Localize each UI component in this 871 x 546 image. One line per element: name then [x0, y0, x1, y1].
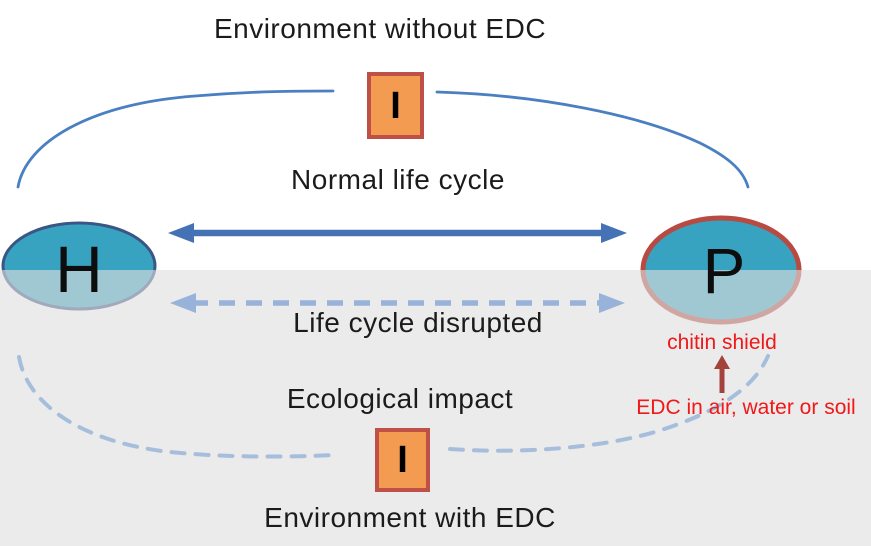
intermediate-bottom-letter: I — [397, 439, 408, 481]
label-edc-sources: EDC in air, water or soil — [636, 396, 856, 419]
intermediate-box-bottom: I — [375, 428, 430, 492]
label-chitin-shield: chitin shield — [667, 331, 777, 354]
bottom-left-dashed-curve — [17, 355, 337, 459]
label-life-cycle-disrupted: Life cycle disrupted — [293, 307, 543, 338]
intermediate-box-top: I — [367, 72, 424, 139]
bottom-right-dashed-curve — [448, 354, 770, 453]
host-letter: H — [55, 232, 103, 306]
top-right-curve — [435, 90, 750, 189]
normal-cycle-arrow — [168, 223, 627, 243]
parasite-letter: P — [702, 235, 746, 307]
disrupted-cycle-arrow — [170, 293, 625, 313]
top-left-curve — [16, 89, 335, 189]
title-environment-with-edc: Environment with EDC — [264, 502, 556, 533]
edc-environment-overlay — [0, 270, 871, 546]
label-ecological-impact: Ecological impact — [286, 383, 514, 414]
intermediate-top-letter: I — [390, 84, 401, 127]
chitin-shield-arrow — [714, 355, 730, 393]
label-normal-life-cycle: Normal life cycle — [291, 164, 505, 195]
title-environment-without-edc: Environment without EDC — [213, 13, 547, 44]
